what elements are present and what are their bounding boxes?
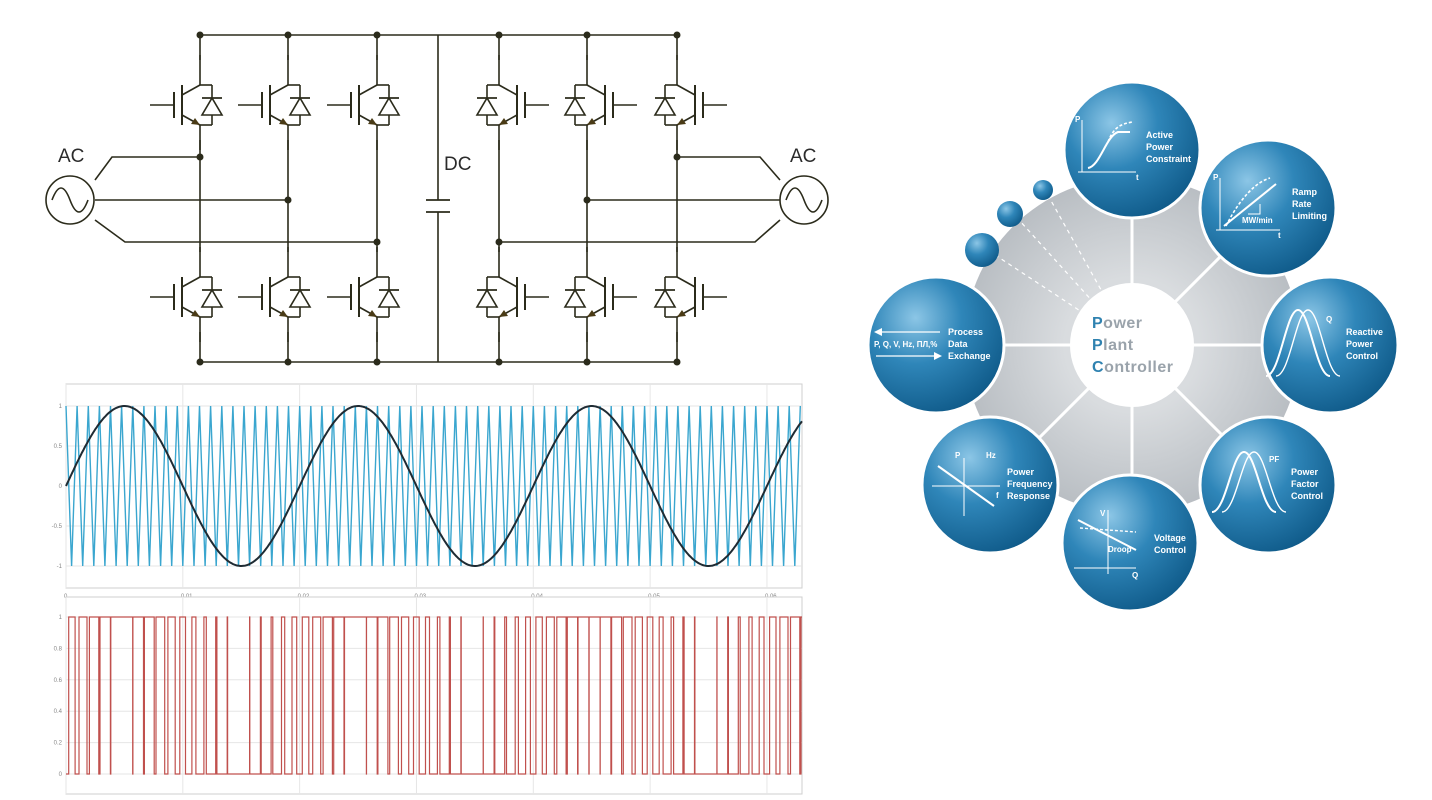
reactive-axis-y: Q <box>1326 315 1332 324</box>
pwm-carrier-chart: 10.50-0.5-1 00.010.020.030.040.050.06 <box>52 383 803 600</box>
pf-label-3: Control <box>1291 491 1323 501</box>
voltage-axis-y: V <box>1100 509 1106 518</box>
bubble-reactive-power-control[interactable]: Q Reactive Power Control <box>1260 275 1400 415</box>
y-tick-label: 0 <box>59 772 63 778</box>
frequency-axis-x: f <box>996 491 999 500</box>
process-label-1: Process <box>948 327 983 337</box>
y-tick-label: -0.5 <box>52 524 63 530</box>
bubble-voltage-control[interactable]: V Q Droop Voltage Control <box>1060 473 1200 613</box>
active-label-2: Power <box>1146 142 1174 152</box>
ramp-label-3: Limiting <box>1292 211 1327 221</box>
bubble-power-frequency-response[interactable]: P Hz f Power Frequency Response <box>920 415 1060 555</box>
frequency-label-2: Frequency <box>1007 479 1053 489</box>
converter-circuit-diagram: DC <box>45 31 829 366</box>
bubble-process-data-exchange[interactable]: P, Q, V, Hz, ПЛ,% Process Data Exchange <box>866 275 1006 415</box>
y-tick-label: 0.2 <box>54 741 63 747</box>
carrier-series <box>65 405 801 567</box>
frequency-note: Hz <box>986 451 996 460</box>
bubble-power-factor-control[interactable]: PF Power Factor Control <box>1198 415 1338 555</box>
gate-signal-chart: 10.80.60.40.20 00.010.020.030.040.050.06 <box>54 596 803 795</box>
decorative-bubbles <box>965 180 1053 267</box>
bubble-ramp-rate-limiting[interactable]: P t MW/min Ramp Rate Limiting <box>1198 138 1338 278</box>
pf-label-1: Power <box>1291 467 1319 477</box>
y-tick-label: 0.5 <box>54 444 63 450</box>
center-title-line3: Controller <box>1092 359 1173 376</box>
ring <box>964 177 1300 513</box>
center-title-line2: Plant <box>1092 337 1134 354</box>
voltage-label-1: Voltage <box>1154 533 1186 543</box>
reactive-label-2: Power <box>1346 339 1374 349</box>
voltage-note: Droop <box>1108 545 1132 554</box>
ramp-label-2: Rate <box>1292 199 1312 209</box>
y-tick-label: 0.8 <box>54 646 63 652</box>
frequency-axis-y: P <box>955 451 961 460</box>
junction-dots <box>196 31 681 366</box>
pf-axis-y: PF <box>1269 455 1279 464</box>
pwm-plots: 10.50-0.5-1 00.010.020.030.040.050.06 10… <box>52 383 803 795</box>
process-note: P, Q, V, Hz, ПЛ,% <box>874 340 937 349</box>
y-tick-label: 0 <box>59 484 63 490</box>
y-tick-label: -1 <box>57 564 63 570</box>
voltage-axis-x: Q <box>1132 571 1138 580</box>
pf-label-2: Factor <box>1291 479 1319 489</box>
voltage-label-2: Control <box>1154 545 1186 555</box>
ac-source-right <box>779 175 829 225</box>
ramp-axis-x: t <box>1278 231 1281 240</box>
y-tick-label: 0.6 <box>54 678 63 684</box>
frequency-label-3: Response <box>1007 491 1050 501</box>
center-title-line1: Power <box>1092 315 1143 332</box>
frequency-label-1: Power <box>1007 467 1035 477</box>
ramp-axis-y: P <box>1213 173 1219 182</box>
active-axis-y: P <box>1075 115 1081 124</box>
ac-source-left <box>45 175 95 225</box>
active-axis-x: t <box>1136 173 1139 182</box>
process-label-2: Data <box>948 339 969 349</box>
ac-right-label: AC <box>790 146 816 167</box>
power-plant-controller-diagram: Power Plant Controller P t Active Power … <box>866 80 1400 613</box>
reactive-label-3: Control <box>1346 351 1378 361</box>
y-tick-label: 1 <box>59 404 63 410</box>
ramp-note: MW/min <box>1242 216 1273 225</box>
sine-reference-series <box>65 405 803 567</box>
y-tick-label: 0.4 <box>54 709 63 715</box>
bubble-active-power-constraint[interactable]: P t Active Power Constraint <box>1062 80 1202 220</box>
y-tick-label: 1 <box>59 615 63 621</box>
active-label-3: Constraint <box>1146 154 1191 164</box>
process-label-3: Exchange <box>948 351 991 361</box>
dc-label: DC <box>444 154 471 175</box>
reactive-label-1: Reactive <box>1346 327 1383 337</box>
ac-left-label: AC <box>58 146 84 167</box>
ramp-label-1: Ramp <box>1292 187 1318 197</box>
gate-signal-series <box>66 616 802 775</box>
active-label-1: Active <box>1146 130 1173 140</box>
